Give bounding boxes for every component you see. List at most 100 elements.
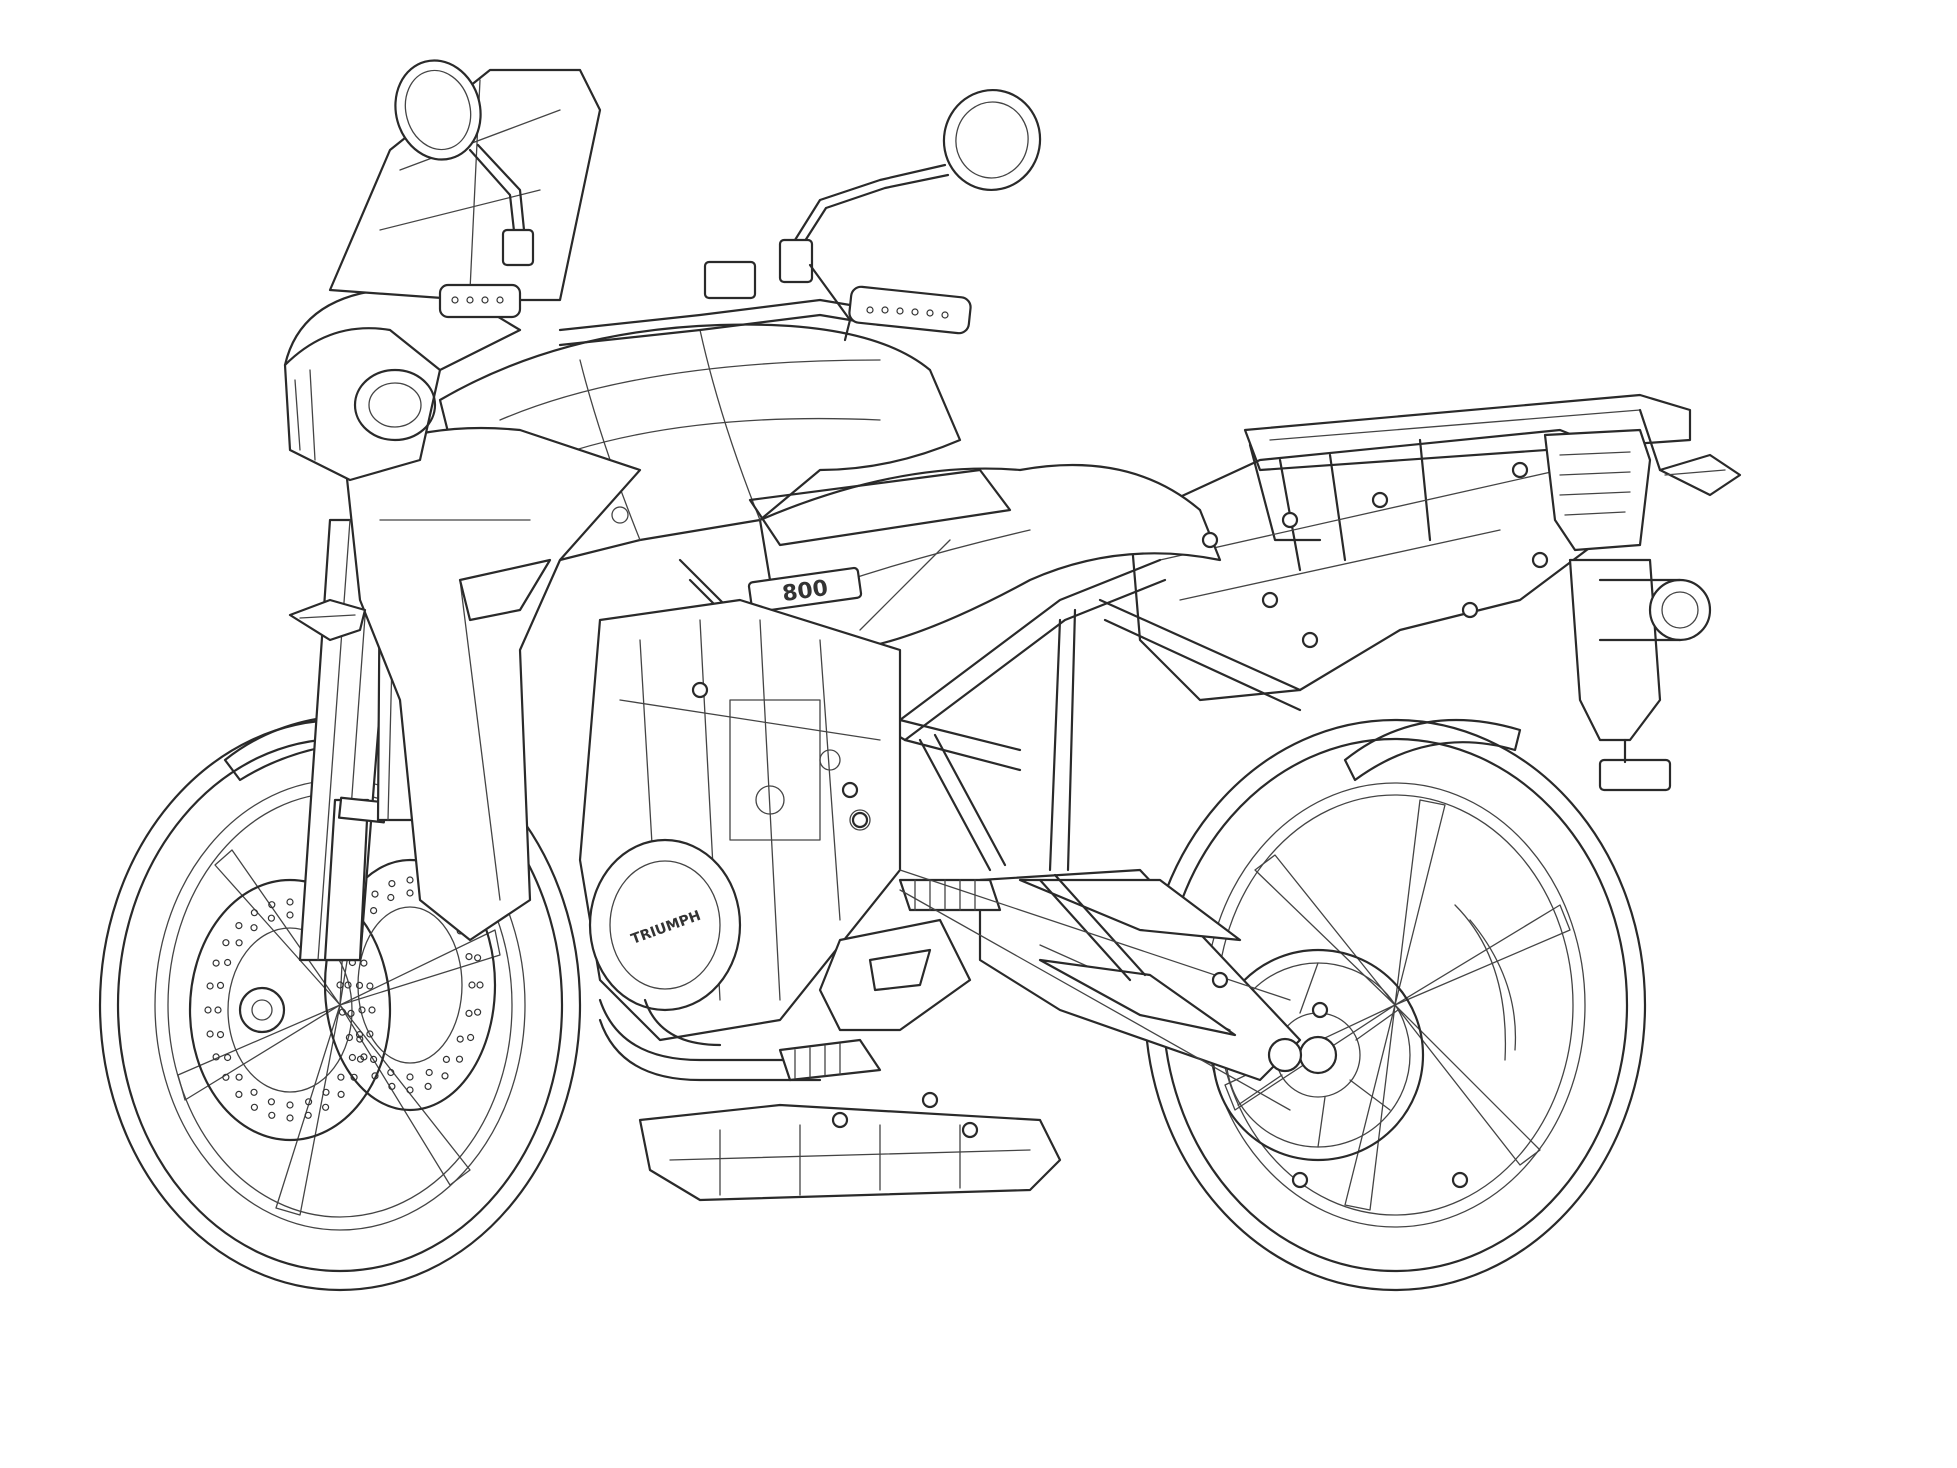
disc-hole (212, 959, 220, 967)
disc-hole (286, 898, 294, 906)
disc-hole (286, 911, 294, 919)
disc-hole (406, 889, 414, 897)
license-plate-holder (1568, 558, 1672, 792)
disc-hole (250, 1103, 258, 1111)
bolt (841, 781, 859, 799)
disc-hole (216, 981, 225, 990)
disc-hole (360, 959, 368, 967)
bolt (851, 811, 869, 829)
disc-hole (268, 901, 276, 909)
disc-hole (368, 1006, 376, 1014)
disc-hole (467, 1033, 475, 1042)
disc-hole (206, 1030, 214, 1038)
disc-hole (366, 1030, 374, 1038)
disc-hole (425, 1068, 433, 1077)
disc-hole (267, 1098, 275, 1106)
disc-hole (358, 1006, 366, 1014)
disc-hole (286, 1101, 294, 1109)
disc-hole (344, 981, 352, 989)
disc-hole (322, 1088, 330, 1096)
disc-hole (366, 982, 374, 990)
bolt (1301, 631, 1319, 649)
disc-hole (250, 1088, 258, 1096)
disc-hole (222, 939, 230, 947)
disc-hole (465, 1009, 473, 1018)
bolt (1311, 1001, 1329, 1019)
disc-hole (406, 1073, 414, 1081)
disc-hole (474, 954, 482, 962)
disc-hole (224, 958, 232, 967)
disc-hole (350, 1073, 358, 1081)
brake-pedal-footpeg (778, 1038, 882, 1082)
bolt (1451, 1171, 1469, 1189)
bolt (1511, 461, 1529, 479)
disc-hole (441, 1072, 449, 1080)
disc-hole (224, 1053, 232, 1062)
bolt (1461, 601, 1479, 619)
disc-hole (267, 914, 275, 922)
disc-hole (336, 981, 344, 989)
disc-hole (406, 876, 414, 884)
disc-hole (268, 1111, 276, 1119)
disc-hole (337, 1090, 345, 1099)
bolt (691, 681, 709, 699)
rider-footpeg (898, 878, 1002, 912)
disc-hole (442, 1055, 450, 1064)
exhaust-headers (598, 998, 822, 1082)
bolt (831, 1111, 849, 1129)
heel-guard (818, 918, 972, 1032)
disc-hole (388, 879, 396, 888)
bolt (1371, 491, 1389, 509)
rear-subframe (1128, 428, 1642, 702)
disc-hole (476, 981, 484, 989)
disc-hole (235, 921, 243, 930)
disc-hole (387, 893, 395, 902)
disc-hole (468, 981, 476, 989)
headlight (283, 327, 442, 482)
mirror-left (394, 59, 535, 267)
bolt (1291, 1171, 1309, 1189)
disc-hole (371, 890, 379, 898)
front-brake-disc (188, 858, 497, 1142)
bolt (1281, 511, 1299, 529)
disc-hole (424, 1082, 432, 1091)
disc-hole (370, 906, 378, 915)
tail-light (1543, 428, 1652, 552)
exhaust-silencer (1598, 578, 1712, 642)
disc-hole (345, 1033, 353, 1042)
bolt (1201, 531, 1219, 549)
disc-hole (235, 1090, 243, 1099)
disc-hole (371, 1072, 379, 1080)
rear-hugger (1343, 718, 1522, 782)
disc-hole (406, 1086, 414, 1094)
disc-hole (388, 1082, 396, 1091)
disc-hole (214, 1006, 222, 1014)
rear-wheel-spokes (1224, 799, 1571, 1211)
disc-hole (456, 1035, 464, 1043)
disc-hole (304, 1111, 312, 1119)
disc-hole (356, 1055, 365, 1063)
disc-hole (348, 1053, 356, 1062)
disc-hole (204, 1006, 212, 1014)
disc-hole (347, 1009, 355, 1018)
disc-hole (465, 952, 473, 961)
rear-turn-signal-right (1658, 453, 1742, 497)
left-grip-pattern (451, 296, 504, 304)
bolt (921, 1091, 939, 1109)
bolt (1261, 591, 1279, 609)
disc-hole (206, 982, 214, 990)
disc-hole (355, 1030, 364, 1039)
rear-shock (1038, 873, 1147, 982)
tank-badge: 800 (747, 566, 863, 614)
handlebars (438, 260, 972, 347)
front-turn-signal-left (288, 598, 367, 642)
disc-hole (370, 1055, 378, 1064)
disc-hole (216, 1030, 225, 1039)
engine-cover: TRIUMPH (588, 838, 742, 1012)
disc-hole (250, 924, 258, 932)
bolt (1531, 551, 1549, 569)
disc-hole (250, 909, 258, 917)
disc-hole (212, 1053, 220, 1061)
disc-hole (305, 1098, 313, 1106)
